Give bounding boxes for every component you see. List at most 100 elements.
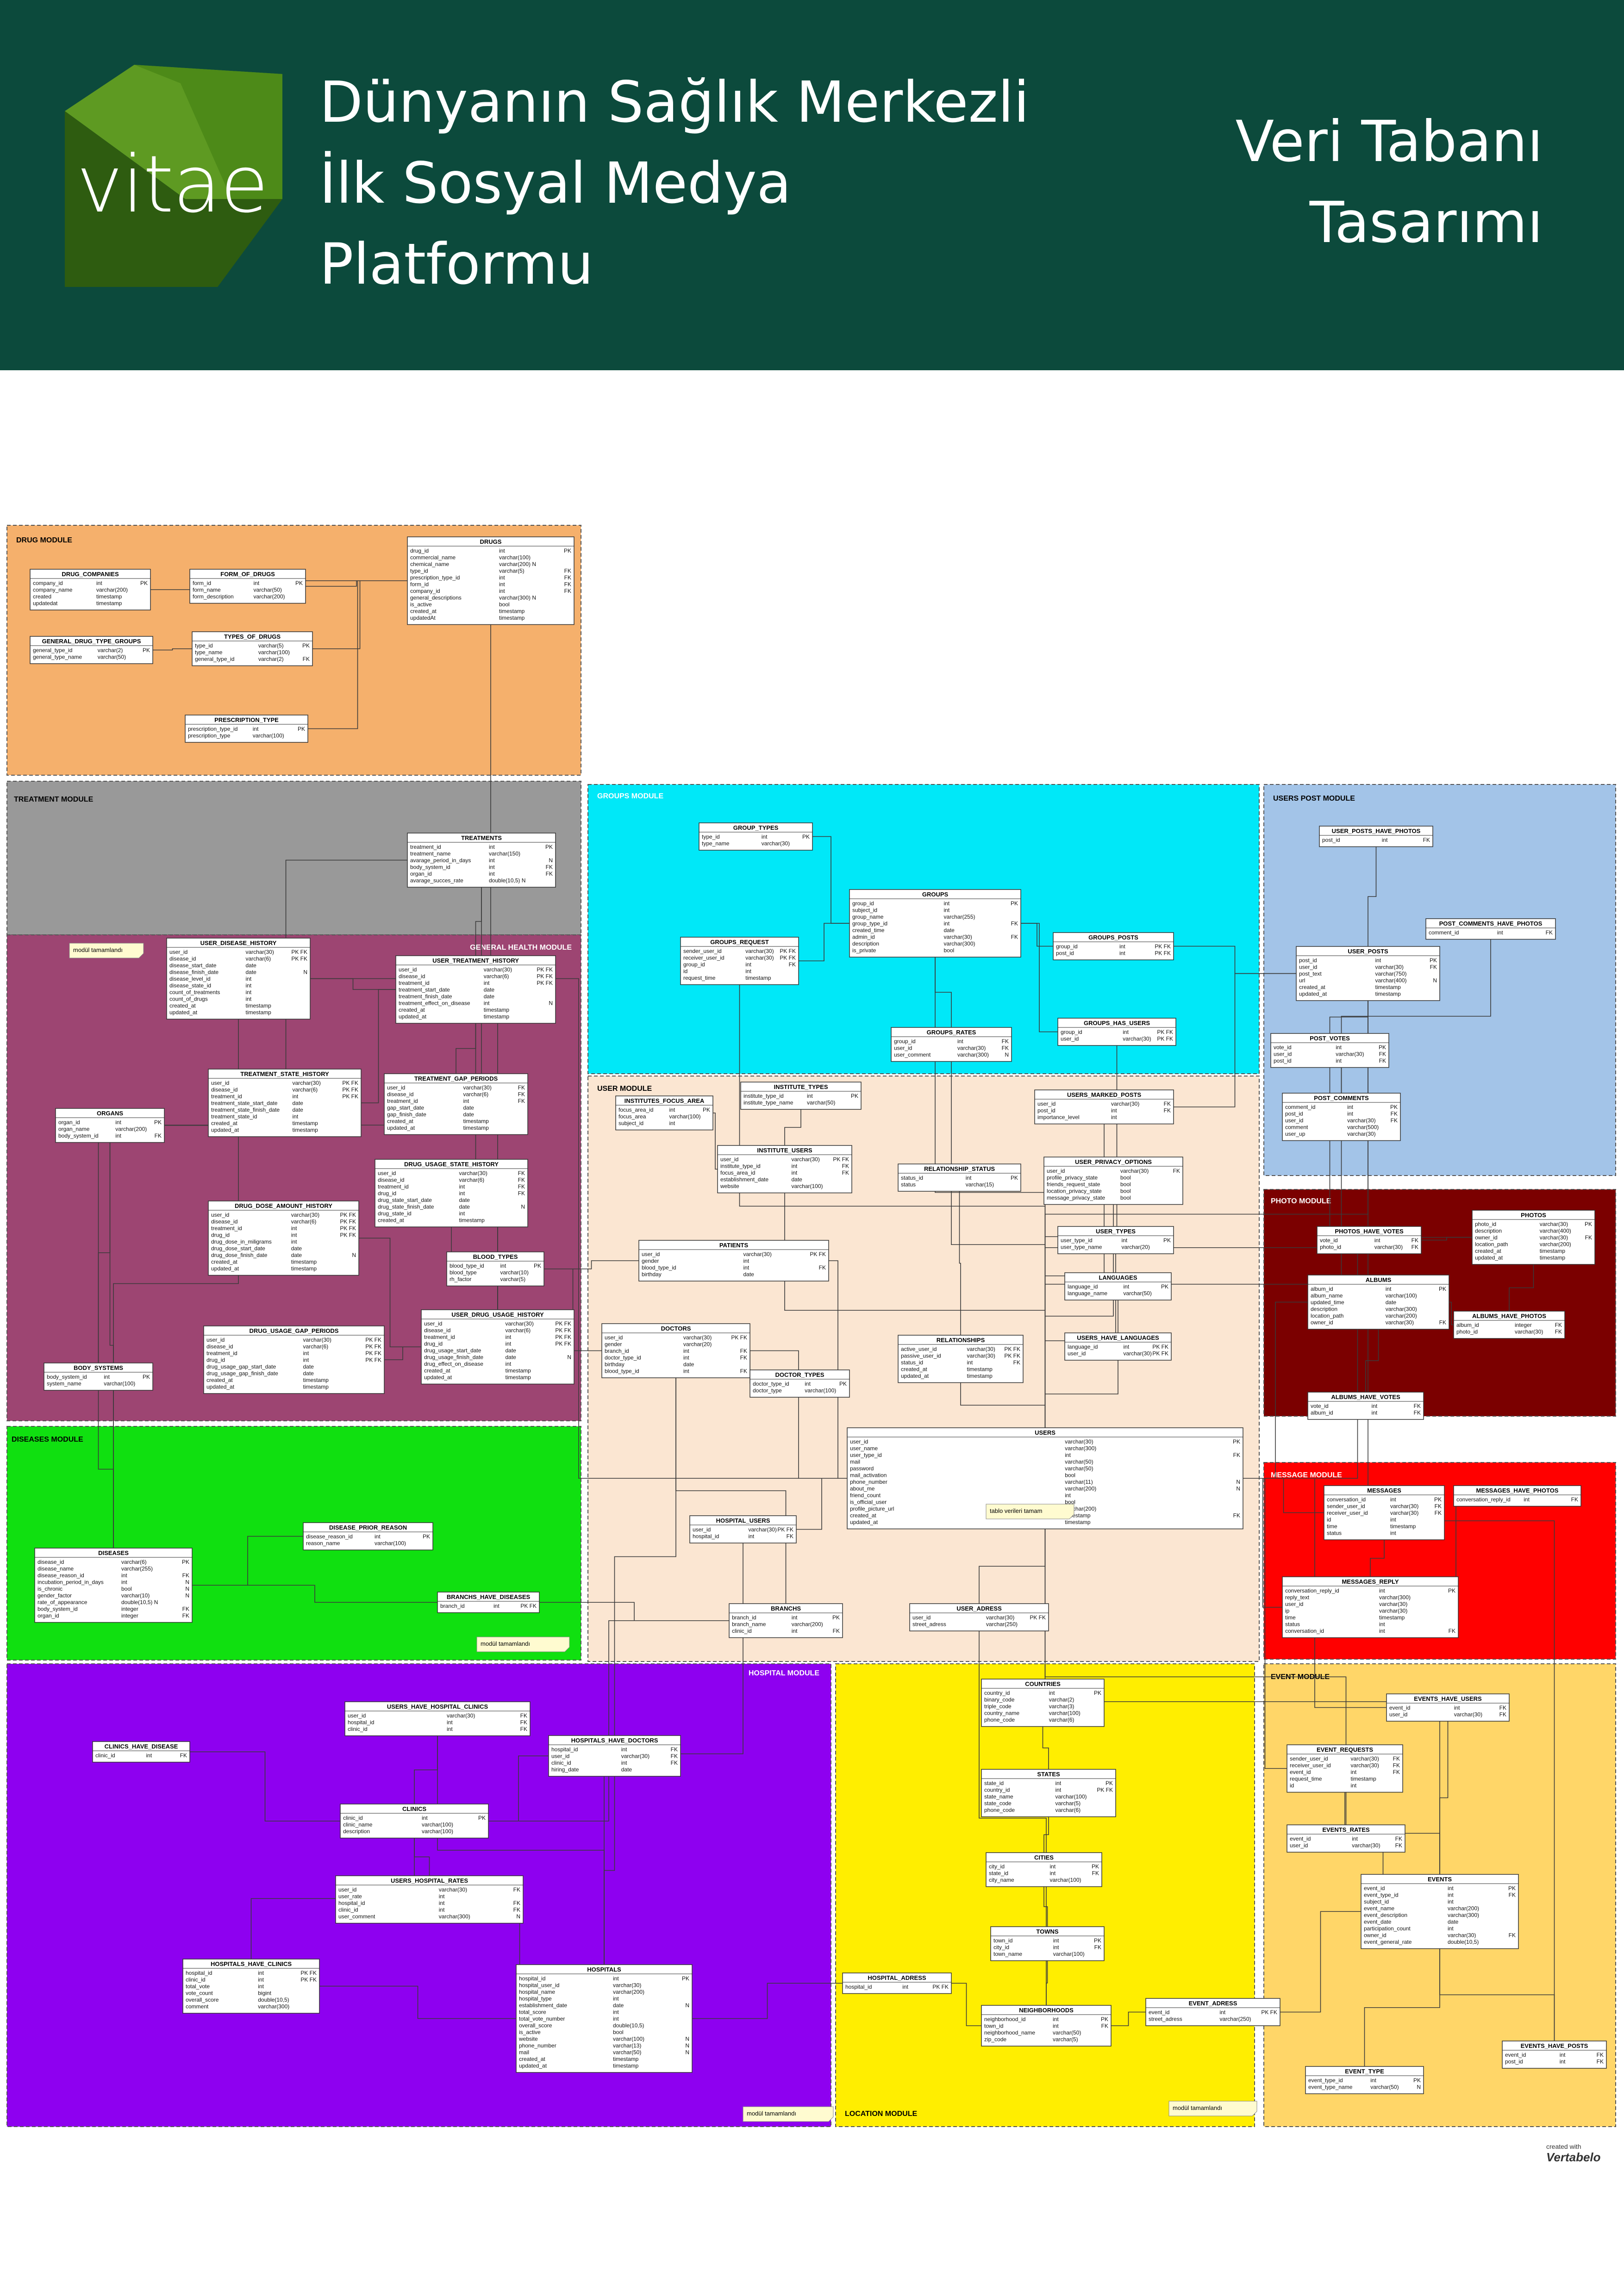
table-title: PHOTOS_HAVE_VOTES: [1335, 1228, 1404, 1235]
column-type: varchar(30): [986, 1614, 1014, 1621]
column-name: user_id: [206, 1337, 225, 1343]
column-name: group_name: [852, 914, 884, 920]
column-key: N: [685, 2042, 689, 2049]
column-name: updated_at: [206, 1384, 235, 1390]
column-name: user_type_id: [850, 1452, 882, 1458]
table-box: [421, 1309, 575, 1385]
column-type: varchar(11): [1065, 1479, 1093, 1485]
table-messages-have-photos[interactable]: MESSAGES_HAVE_PHOTOSconversation_reply_i…: [1453, 1485, 1581, 1507]
column-name: post_id: [1299, 957, 1317, 964]
column-type: int: [966, 1175, 972, 1181]
column-key: PK: [1011, 900, 1018, 907]
column-name: treatment_id: [387, 1098, 418, 1104]
column-type: timestamp: [1390, 1523, 1416, 1530]
column-key: PK: [1430, 957, 1437, 964]
table-box: [1043, 1157, 1183, 1205]
table-title: USERS_HOSPITAL_RATES: [391, 1877, 468, 1884]
column-type: int: [1220, 2009, 1226, 2016]
column-type: timestamp: [967, 1366, 993, 1373]
vertabelo-watermark: created with Vertabelo: [1546, 2143, 1601, 2165]
column-type: varchar(300): [1448, 1912, 1479, 1918]
column-name: birthday: [605, 1361, 625, 1368]
column-key: FK: [518, 1084, 525, 1091]
